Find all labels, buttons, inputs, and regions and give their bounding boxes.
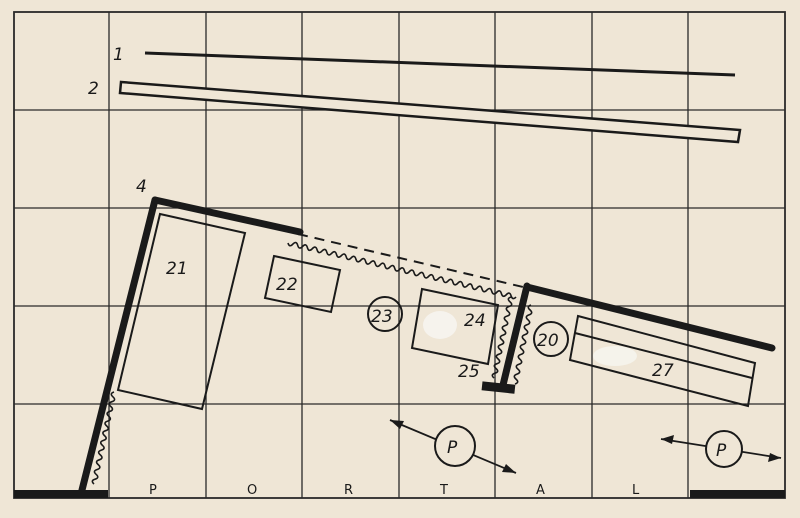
box-21 [116,212,247,411]
label-20: 20 [537,331,559,351]
wall-right-foot [481,381,516,394]
portal-letter: P [149,483,157,498]
circle-23 [367,296,403,332]
line-2-batten [118,80,742,144]
box-24 [410,287,500,366]
arrowhead-center-start [390,420,404,429]
portal-letter: O [247,483,257,498]
line-1-curtain [144,51,736,77]
label-24: 24 [464,311,486,331]
circle-20 [533,321,569,357]
portal-letter: A [536,483,545,498]
dashed-line [297,233,524,288]
box-27-inner-line [574,332,753,379]
label-1: 1 [113,45,124,65]
circle-p-right [705,430,743,468]
circle-p-center [434,425,476,467]
label-27: 27 [652,361,674,381]
portal-wall-right [690,490,785,498]
wall-4-top [151,196,304,236]
wavy-curtain-middle [491,296,513,379]
wavy-curtain-right [513,304,533,385]
label-p-right: P [716,441,727,461]
box-22 [263,254,342,314]
box-27 [568,314,757,408]
label-p-center: P [447,438,458,458]
wall-4-left [78,196,159,494]
label-21: 21 [166,259,188,279]
label-4: 4 [136,177,147,197]
arrowhead-right-start [661,435,674,444]
portal-wall-left [14,490,108,498]
portal-letter: R [344,483,353,498]
label-22: 22 [276,275,298,295]
wavy-curtain-top [287,241,517,300]
label-23: 23 [371,307,393,327]
wall-right-post [499,282,531,389]
wall-right-top [523,283,776,352]
portal-letter: L [632,483,640,498]
label-2: 2 [88,79,99,99]
box-27-patch [593,346,637,366]
wavy-curtain-left [91,391,116,485]
arrowhead-right-end [768,453,781,462]
label-25: 25 [458,362,480,382]
portal-letter: T [439,483,448,498]
box-24-patch [423,311,457,339]
arrowhead-center-end [502,464,516,473]
